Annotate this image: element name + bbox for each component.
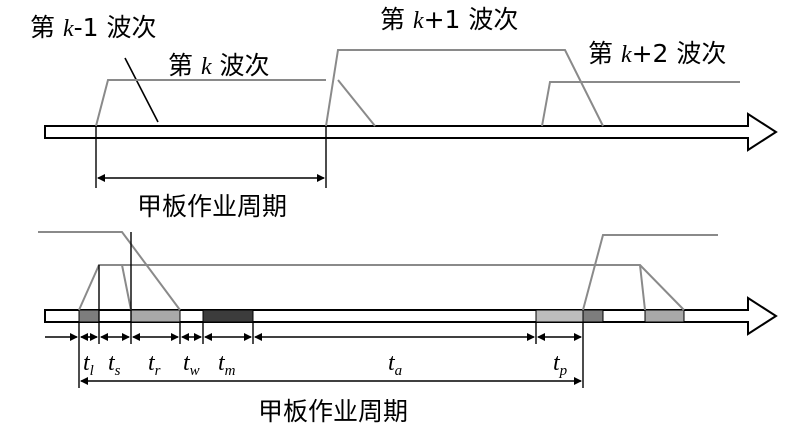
label-t-l: tl <box>83 350 94 379</box>
wave-k-label: 第 k 波次 <box>168 51 270 80</box>
wave-k-plus-2-line <box>541 81 740 127</box>
label-t-w: tw <box>183 350 200 379</box>
bottom-previous-wave-line <box>38 231 181 311</box>
top-diagram: 第 k-1 波次 第 k 波次 第 k+1 波次 第 k+2 波次 甲板作业周期 <box>30 5 778 221</box>
wave-k-fall <box>337 79 376 127</box>
label-t-m: tm <box>218 350 236 379</box>
wave-k-plus-2-label: 第 k+2 波次 <box>588 39 726 68</box>
label-t-r: tr <box>148 350 161 379</box>
bottom-cycle-label: 甲板作业周期 <box>258 397 408 426</box>
segment-next-landing <box>582 309 604 323</box>
top-time-axis-arrow <box>44 112 778 152</box>
bottom-next-wave-line <box>582 234 718 311</box>
wave-k-minus-1-leader <box>124 57 159 123</box>
top-cycle-label: 甲板作业周期 <box>137 192 287 221</box>
wave-k-line <box>95 79 326 127</box>
label-t-a: ta <box>388 350 402 379</box>
label-t-p: tp <box>553 350 568 379</box>
bottom-diagram: tl ts tr tw tm ta tp 甲板作业周期 <box>38 231 778 426</box>
segment-next-refuel <box>644 309 685 323</box>
bottom-current-wave-line <box>78 264 685 311</box>
wave-k-minus-1-label: 第 k-1 波次 <box>30 13 156 42</box>
bottom-next-wave-drop <box>639 264 646 311</box>
label-t-s: ts <box>108 350 121 379</box>
wave-k-plus-1-line <box>325 49 604 127</box>
segment-maintenance <box>202 309 254 323</box>
segment-refuel <box>130 309 181 323</box>
wave-k-plus-1-label: 第 k+1 波次 <box>380 5 518 34</box>
bottom-current-wave-fall-upper <box>121 264 132 311</box>
segment-landing <box>78 309 100 323</box>
segment-preparation <box>535 309 584 323</box>
